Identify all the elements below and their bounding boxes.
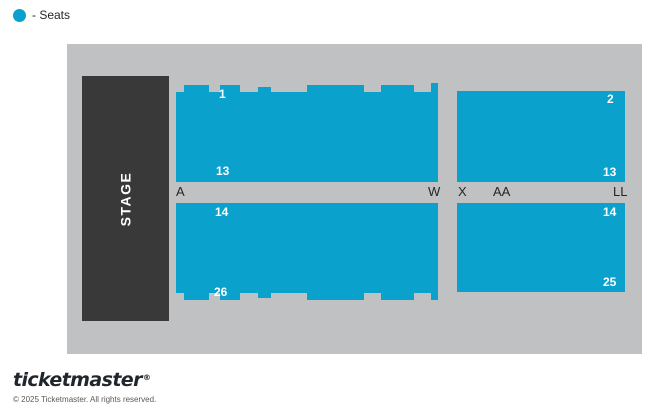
seat-number-rear-right-top: 14 xyxy=(603,205,617,219)
registered-mark: ® xyxy=(142,372,151,382)
seat-number-front-left-bottom: 13 xyxy=(216,164,230,178)
seat-section-rear-right[interactable] xyxy=(457,203,625,292)
seat-number-rear-right-bottom: 25 xyxy=(603,275,617,289)
seat-number-rear-left-bottom: 26 xyxy=(214,285,228,299)
seat-number-front-right-bottom: 13 xyxy=(603,165,617,179)
seat-number-front-right-top: 2 xyxy=(607,92,614,106)
row-label-aa: AA xyxy=(493,184,511,199)
ticketmaster-logo: ticketmaster® xyxy=(13,369,151,391)
row-label-w: W xyxy=(428,184,441,199)
seat-number-front-left-top: 1 xyxy=(219,87,226,101)
row-label-a: A xyxy=(176,184,185,199)
seat-section-front-left-shape[interactable] xyxy=(176,83,439,182)
copyright-text: © 2025 Ticketmaster. All rights reserved… xyxy=(13,395,157,404)
brand-wordmark: ticketmaster xyxy=(13,369,142,391)
stage-label: STAGE xyxy=(117,171,134,226)
seat-number-rear-left-top: 14 xyxy=(215,205,229,219)
legend: - Seats xyxy=(13,8,70,22)
seat-section-front-right[interactable] xyxy=(457,91,625,182)
seats-legend-dot xyxy=(13,8,26,22)
seat-section-rear-left[interactable] xyxy=(176,203,439,300)
row-label-ll: LL xyxy=(613,184,628,199)
seat-section-rear-left-shape[interactable] xyxy=(176,203,439,300)
row-label-x: X xyxy=(458,184,467,199)
stage: STAGE xyxy=(82,76,169,321)
seats-legend-label: - Seats xyxy=(32,8,71,22)
seat-section-front-left[interactable] xyxy=(176,83,439,182)
